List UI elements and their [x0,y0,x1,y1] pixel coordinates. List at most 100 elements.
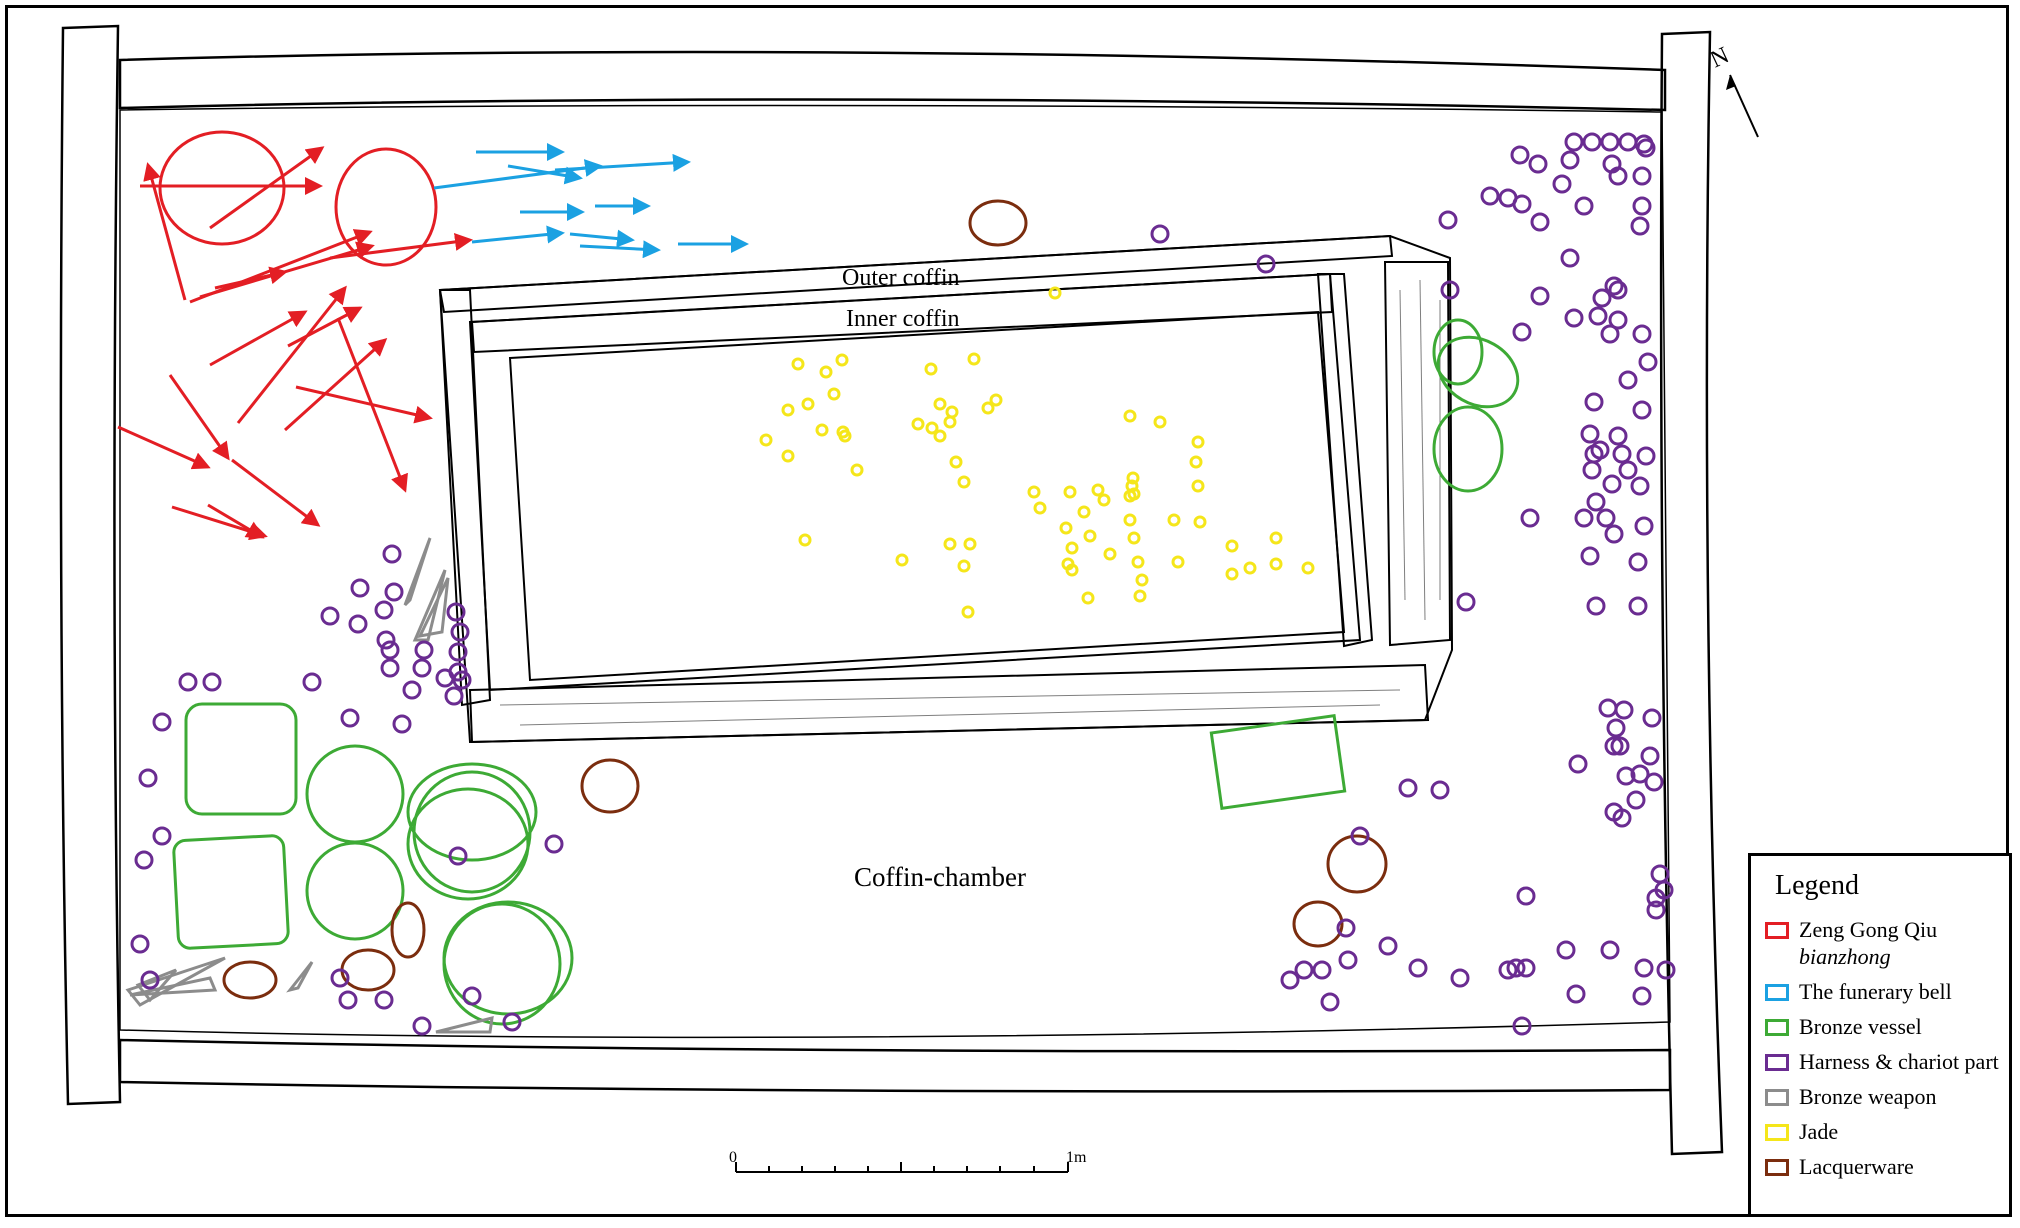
funerary-bell-arrow [569,229,635,248]
bianzhong-ring [334,147,438,267]
harness-part [435,668,455,688]
harness-part [1636,138,1656,158]
harness-part [1632,986,1652,1006]
harness-part [1616,766,1636,786]
jade [1126,471,1140,485]
harness-part [1596,508,1616,528]
harness-part [1614,700,1634,720]
outer-coffin-west-board [438,289,492,707]
chamber-outline [119,104,1671,1039]
legend-swatch [1765,922,1789,939]
harness-part [448,642,468,662]
harness-part [1498,960,1518,980]
bronze-weapon [129,976,218,997]
harness-part [1580,424,1600,444]
bronze-weapon [435,1016,494,1034]
harness-part [1574,196,1594,216]
harness-part [1510,145,1530,165]
lacquerware [222,960,278,1000]
bianzhong-arrow [231,458,321,527]
harness-part [1632,324,1652,344]
jade [1127,487,1141,501]
bianzhong-arrow [287,306,363,348]
harness-part [1512,194,1532,214]
jade [943,537,957,551]
harness-part [444,686,464,706]
harness-part [1560,150,1580,170]
bianzhong-arrow [209,310,308,367]
harness-part [140,970,160,990]
harness-part [1582,132,1602,152]
bianzhong-arrow [209,146,325,230]
jade [957,559,971,573]
jade [1135,573,1149,587]
legend-label-text: Zeng Gong Qiu [1799,917,1938,942]
bianzhong-arrow [143,162,187,301]
jade [798,533,812,547]
bronze-vessel-round [1436,335,1520,409]
harness-part [1574,508,1594,528]
jade [1225,567,1239,581]
coffin-chamber-label: Coffin-chamber [854,862,1026,892]
harness-part [1440,280,1460,300]
harness-part [450,622,470,642]
harness-part [202,672,222,692]
harness-part [1520,508,1540,528]
bianzhong-arrow [199,241,375,299]
lacquerware [1292,900,1344,948]
jade [1193,515,1207,529]
harness-part [1646,900,1666,920]
jade [957,475,971,489]
harness-part [1580,546,1600,566]
jade [1125,479,1139,493]
harness-part [1560,248,1580,268]
north-arrow-icon: N [1706,42,1759,138]
harness-part [380,640,400,660]
legend-item: Bronze weapon [1765,1083,2009,1110]
bianzhong-arrow [171,505,268,541]
harness-chariot-group [130,132,1676,1036]
bronze-vessel-round [442,902,562,1026]
harness-part [1320,992,1340,1012]
harness-part [414,640,434,660]
outer-coffin-top-board [438,234,1394,314]
harness-part [1618,370,1638,390]
harness-part [320,606,340,626]
east-wall [1659,30,1724,1156]
jade [895,553,909,567]
harness-part [392,714,412,734]
harness-part [382,544,402,564]
harness-part [1600,324,1620,344]
harness-part [1634,958,1654,978]
bianzhong-arrows [117,146,473,541]
harness-part [302,672,322,692]
harness-part [1294,960,1314,980]
harness-part [1506,958,1526,978]
harness-part [1516,886,1536,906]
harness-part [1636,446,1656,466]
jade [1269,531,1283,545]
harness-part [374,990,394,1010]
jade [827,387,841,401]
legend-label-italic: bianzhong [1799,944,1891,969]
harness-part [412,1016,432,1036]
jade [759,433,773,447]
harness-part [1398,778,1418,798]
legend-swatch [1765,1019,1789,1036]
legend-swatch [1765,1124,1789,1141]
legend-label: Bronze weapon [1799,1083,2009,1110]
harness-part [1450,968,1470,988]
bronze-vessel-square [172,834,290,950]
harness-part [1656,960,1676,980]
bianzhong-arrow [283,337,388,432]
bronze-weapon [412,569,447,642]
harness-part [1608,280,1628,300]
harness-part [376,630,396,650]
jade [801,397,815,411]
bianzhong-arrow [236,285,347,424]
bianzhong-ring [158,130,286,246]
lacquerware [1326,834,1388,894]
legend-label: Harness & chariot part [1799,1048,2009,1075]
jade [1123,409,1137,423]
